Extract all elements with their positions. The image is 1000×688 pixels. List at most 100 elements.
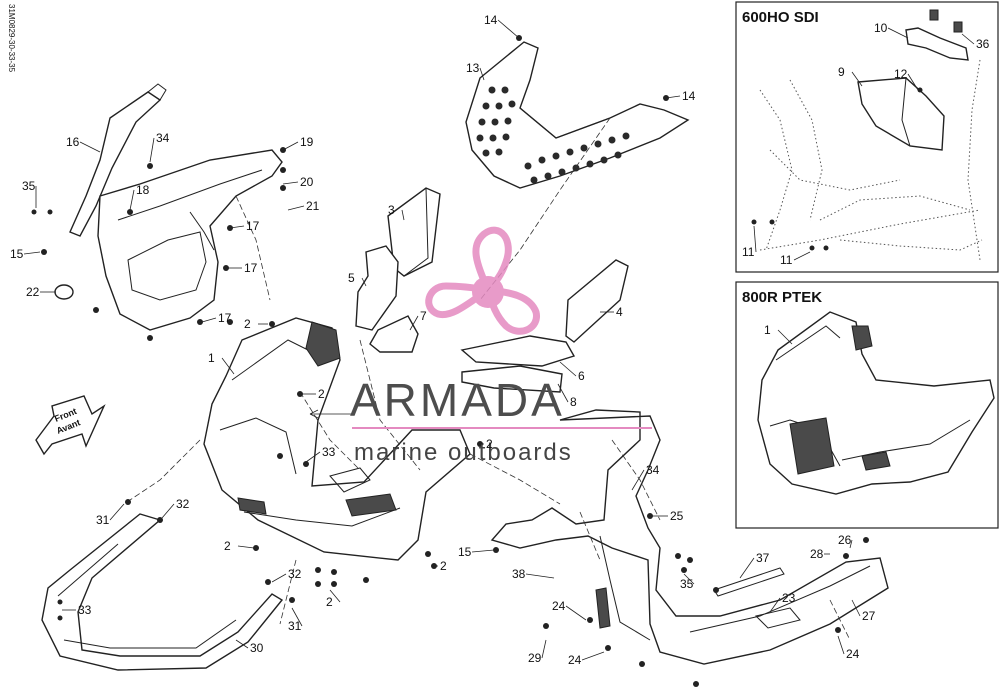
callout-leader [79,141,101,153]
panel-6 [460,335,576,367]
callout-12: 12 [894,67,908,81]
callout-22: 22 [26,285,40,299]
callout-leader [329,589,341,603]
callout-leader [851,71,863,87]
callout-leader [887,27,909,39]
callout-8: 8 [570,395,577,409]
callout-leader [305,451,321,463]
callout-leader [479,67,485,81]
inset-800r-ptek: 800R PTEK [735,281,999,529]
callout-11: 11 [780,253,793,267]
callout-leader [282,181,299,185]
callout-2: 2 [440,559,447,573]
part-13-belly-pan [465,41,690,189]
armada-watermark: ARMADA marine outboards [350,226,652,466]
callout-31: 31 [96,513,110,527]
callout-leader [769,597,781,613]
callout-19: 19 [300,135,314,149]
reference-arrow [309,409,352,419]
callout-31: 31 [288,619,302,633]
callout-leader [581,651,605,661]
callout-14: 14 [484,13,498,27]
callout-13: 13 [466,61,480,75]
callout-11: 11 [742,245,755,259]
callout-21: 21 [306,199,320,213]
callout-leader [282,141,299,151]
callout-35: 35 [680,577,694,591]
callout-17: 17 [218,311,232,325]
callout-37: 37 [756,551,770,565]
callout-leader [221,357,235,375]
callout-leader [565,605,587,621]
propeller-logo [425,226,540,335]
part-16-left-bracket [69,83,167,237]
callout-leader [559,361,577,377]
callout-leader [665,95,681,99]
upper-inner-fairing [97,149,283,331]
part-30-bumper [41,513,284,671]
callout-1: 1 [764,323,771,337]
callout-15: 15 [10,247,24,261]
callout-24: 24 [552,599,566,613]
callout-leader [229,225,245,229]
callout-23: 23 [782,591,796,605]
callout-30: 30 [250,641,264,655]
callout-leader [361,277,367,287]
callout-9: 9 [838,65,845,79]
callout-leader [149,137,155,163]
callout-leader [409,315,419,331]
callout-leader [291,607,303,627]
callout-leader [777,329,793,345]
panel-7 [369,315,419,353]
callout-leader [161,503,175,519]
callout-leader [401,209,405,221]
callout-38: 38 [512,567,526,581]
callout-leader [907,73,919,91]
callout-leader [961,33,975,45]
callout-35: 35 [22,179,36,193]
callout-16: 16 [66,135,80,149]
callout-leader [631,469,645,491]
inset-800r-title: 800R PTEK [742,289,822,306]
callout-leader [837,635,845,655]
callout-14: 14 [682,89,696,103]
callout-3: 3 [388,203,395,217]
callout-leader [753,225,757,253]
callout-2: 2 [486,437,493,451]
callout-leader [739,557,755,579]
callout-32: 32 [176,497,190,511]
callout-2: 2 [318,387,325,401]
callout-leader [129,189,135,211]
callout-leader [471,549,495,553]
callout-leader [557,383,569,403]
inset-600ho-sdi: 600HO SDI [735,1,999,273]
callout-34: 34 [646,463,660,477]
panel-5 [355,245,399,331]
callout-25: 25 [670,509,684,523]
callout-24: 24 [568,653,582,667]
callout-36: 36 [976,37,990,51]
callout-18: 18 [136,183,150,197]
callout-leader [683,573,695,585]
callout-leader [497,19,520,39]
callout-15: 15 [458,545,472,559]
document-id: 31M0829-30-33-35 [7,4,16,73]
inset-600ho-title: 600HO SDI [742,9,819,26]
callout-2: 2 [326,595,333,609]
callout-27: 27 [862,609,876,623]
right-lower-fairing [490,409,889,665]
watermark-tagline: marine outboards [354,439,573,466]
callout-28: 28 [810,547,824,561]
part-1-bottom-pan [203,317,471,561]
callout-leader [849,539,853,549]
callout-6: 6 [578,369,585,383]
callout-33: 33 [78,603,92,617]
callout-leader [201,317,217,323]
callout-32: 32 [288,567,302,581]
front-direction-arrow: Front Avant [35,395,106,456]
callout-leader [525,573,555,579]
callout-leader [271,573,287,583]
callout-34: 34 [156,131,170,145]
